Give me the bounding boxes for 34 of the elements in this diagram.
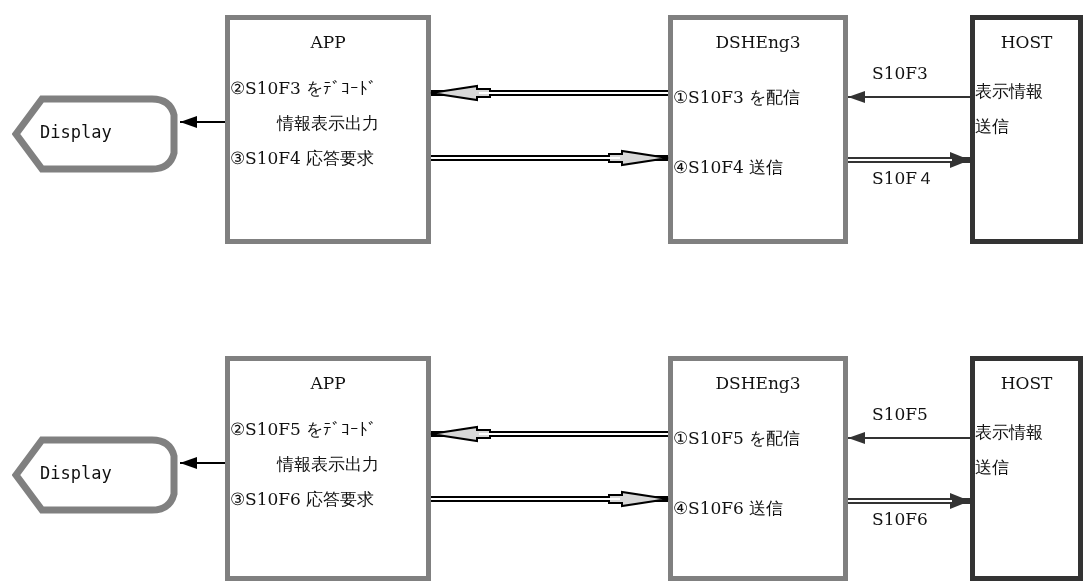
host-box: [970, 15, 1083, 244]
process-box: [225, 15, 431, 244]
node-title: HOST: [999, 32, 1054, 52]
arrow: [847, 432, 971, 444]
step-text: 情報表示出力: [275, 113, 380, 133]
display-shape: [12, 436, 180, 514]
arrow: [179, 116, 226, 128]
step-text: 情報表示出力: [275, 454, 380, 474]
display-shape: [12, 95, 180, 173]
step-text: ④S10F6 送信: [673, 498, 784, 518]
node-label: Display: [40, 463, 112, 483]
node-text: 表示情報送信: [975, 421, 1044, 479]
step-text: ②S10F3 をﾃﾞｺｰﾄﾞ: [230, 78, 378, 98]
process-box: [668, 15, 848, 244]
step-text: ④S10F4 送信: [673, 157, 784, 177]
node-text: 表示情報送信: [975, 80, 1044, 138]
node-title: HOST: [999, 373, 1054, 393]
step-text: ③S10F4 応答要求: [230, 148, 375, 168]
node-title: APP: [309, 32, 347, 52]
arrow: [179, 457, 226, 469]
arrow: [847, 152, 970, 168]
process-box: [225, 356, 431, 581]
step-text: ②S10F5 をﾃﾞｺｰﾄﾞ: [230, 419, 378, 439]
host-box: [970, 356, 1083, 581]
node-title: APP: [309, 373, 347, 393]
step-text: ①S10F5 を配信: [673, 428, 801, 448]
process-box: [668, 356, 848, 581]
node-title: DSHEng3: [714, 373, 802, 393]
node-label: Display: [40, 122, 112, 142]
step-text: ①S10F3 を配信: [673, 87, 801, 107]
arrow: [847, 91, 971, 103]
node-title: DSHEng3: [714, 32, 802, 52]
arrow: [847, 493, 970, 509]
step-text: ③S10F6 応答要求: [230, 489, 375, 509]
